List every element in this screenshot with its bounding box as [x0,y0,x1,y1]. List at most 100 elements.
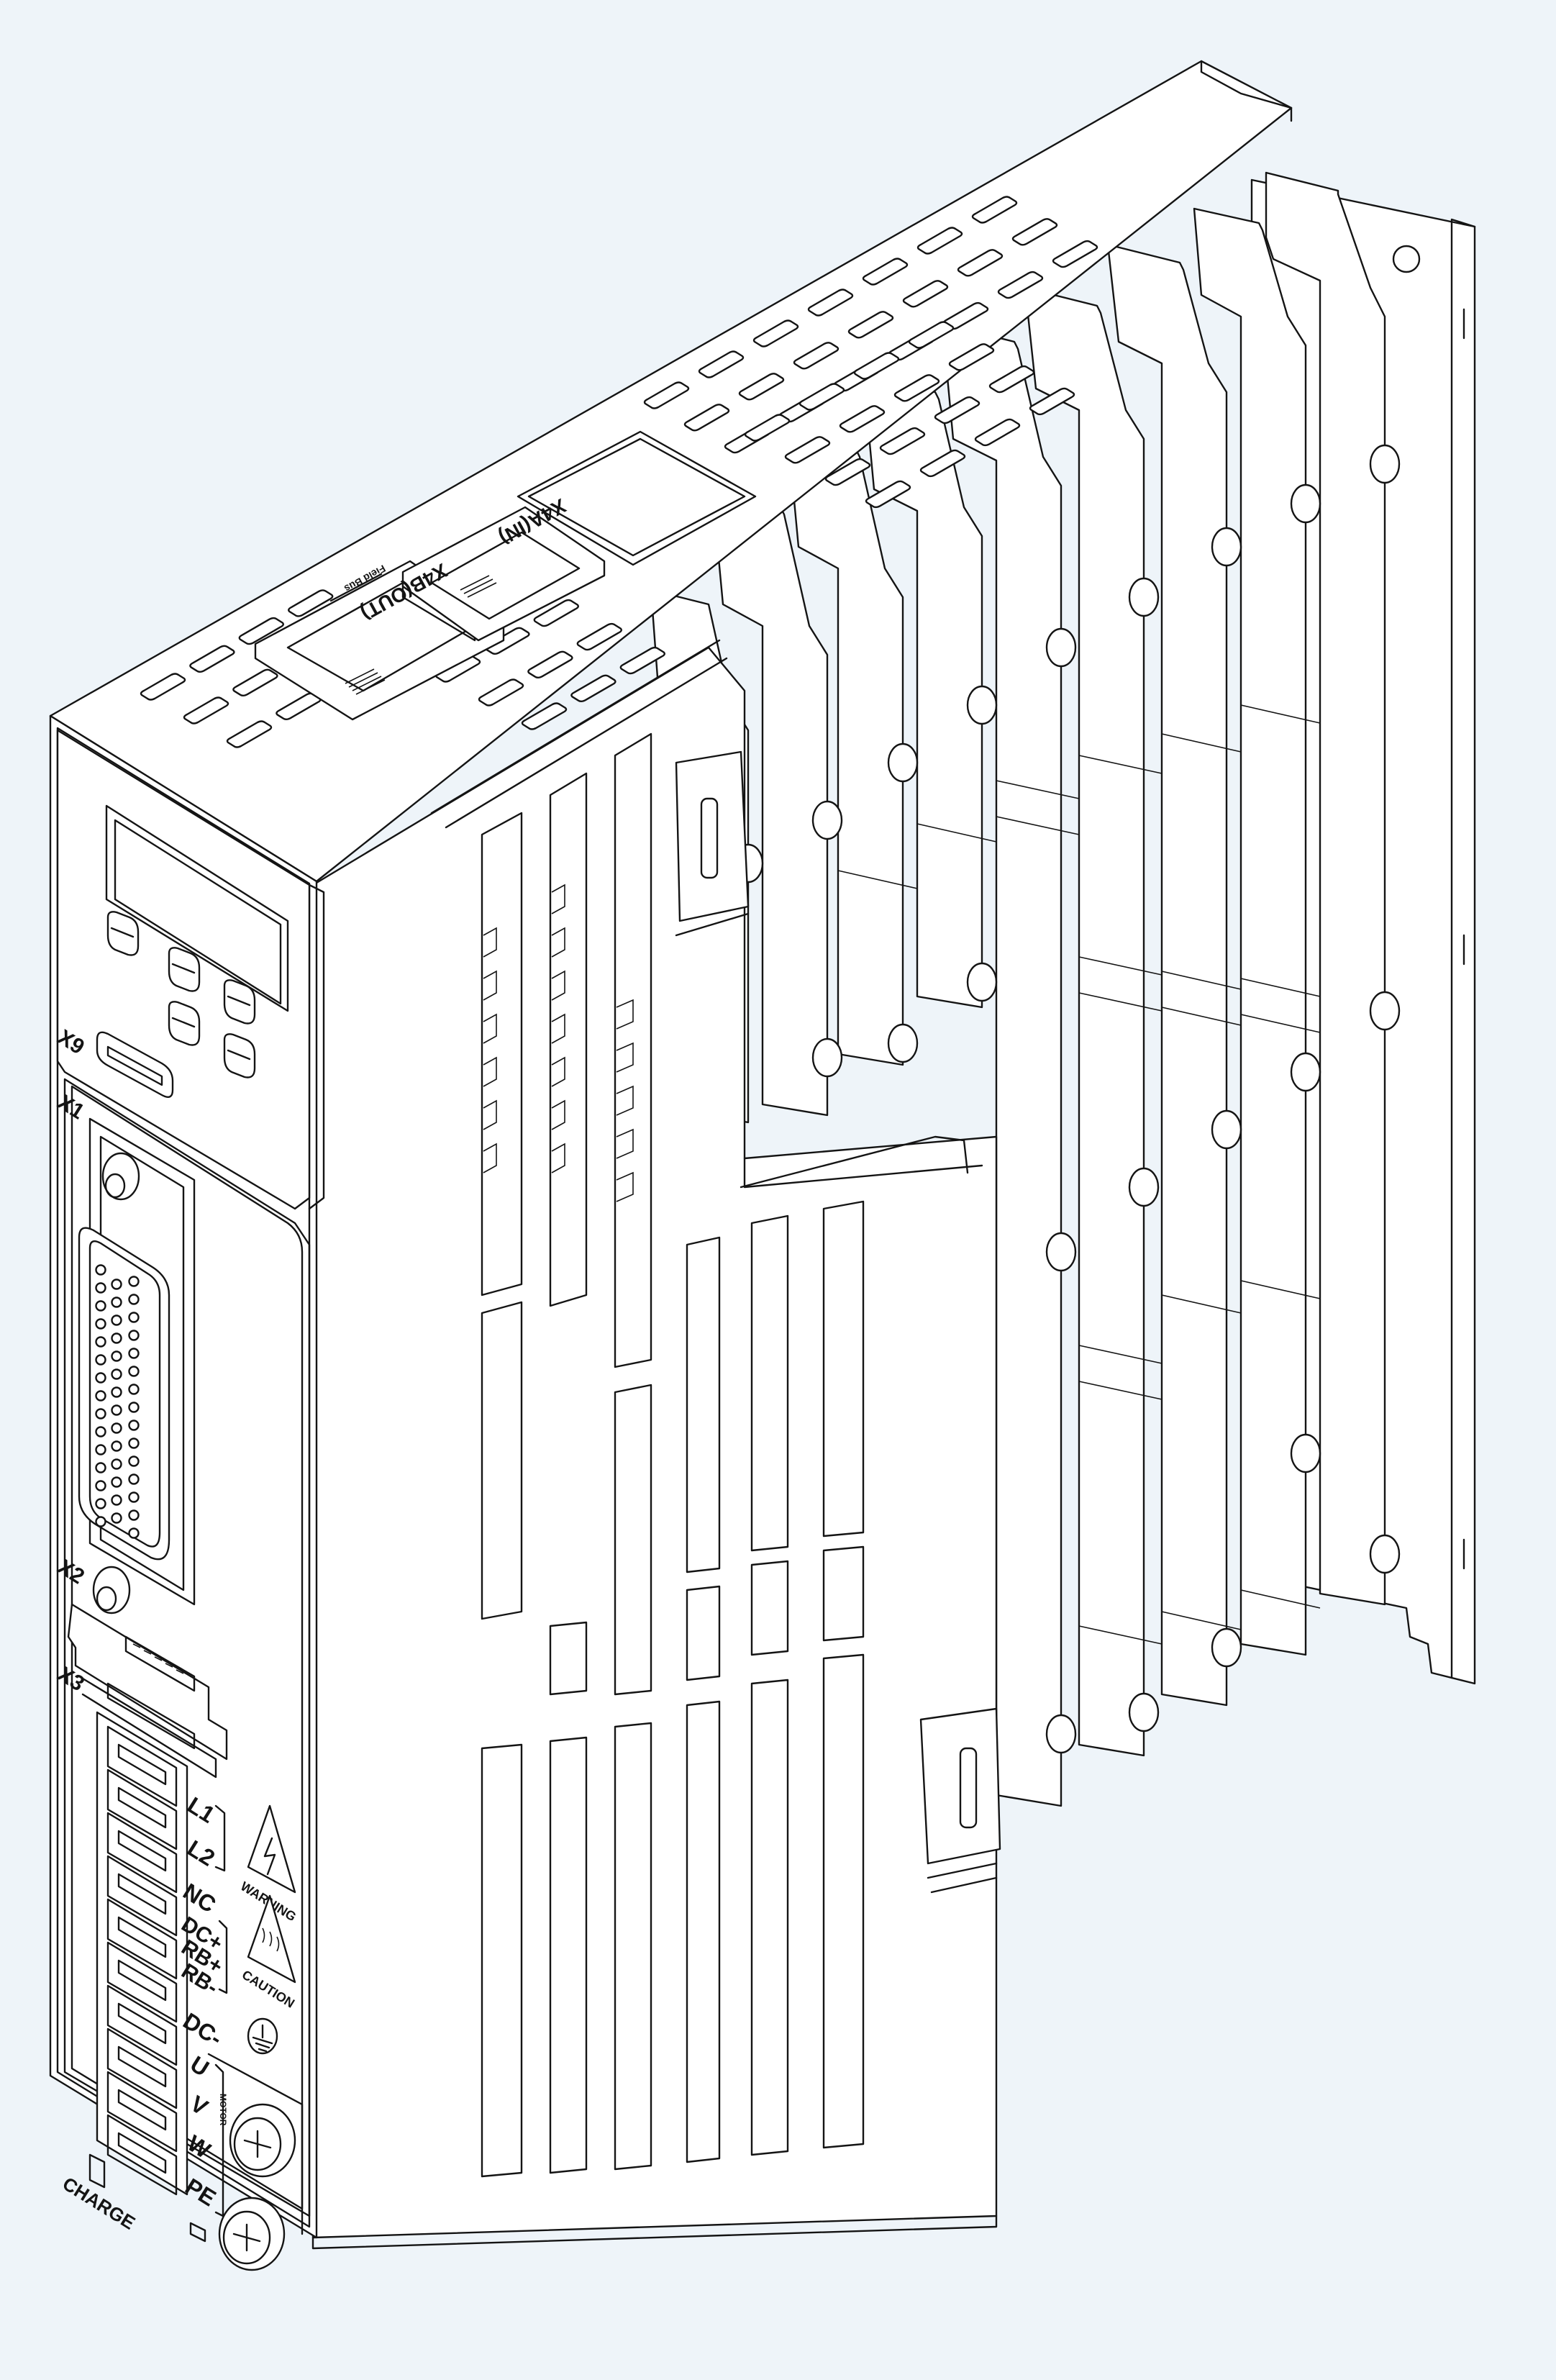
terminal-slot [119,2133,165,2173]
db-pin [129,1421,139,1430]
terminal-cell [108,2115,176,2194]
db-pin [129,1529,139,1538]
top-vent-hole [1030,389,1074,414]
terminal-cell [108,1856,176,1935]
ground-icon [248,2019,277,2053]
top-vent-hole [754,321,798,347]
motor-label: MOTOR [218,2094,228,2126]
terminal-slot [119,1917,165,1957]
top-vent-hole [233,670,277,696]
top-vent-hole [699,352,743,378]
db-pin [112,1406,122,1415]
top-vent-hole [645,383,688,409]
terminal-slot [119,1831,165,1871]
terminal-slot [119,1874,165,1914]
top-vent-hole [740,373,783,399]
top-vent-hole [227,722,271,748]
db-pin [112,1352,122,1361]
keypad [108,912,255,1077]
db-pin [112,1280,122,1289]
db-pin [112,1424,122,1433]
ground-screw-upper [209,2054,302,2234]
top-vent-hole [800,384,844,410]
side-panel [313,640,1000,2248]
top-vent-hole [522,704,566,730]
db-pin [96,1266,106,1275]
db-pin [129,1331,139,1340]
db-pin [96,1302,106,1311]
top-vent-hole [990,366,1034,392]
top-vent-hole [881,428,924,454]
top-vent-hole [685,404,729,430]
db-pin [96,1463,106,1473]
db-pin [96,1445,106,1455]
db-pin [112,1388,122,1397]
top-panel: X4B(OUT) X4A(IN) Field Bus [50,61,1291,881]
db-pin [129,1367,139,1376]
bottom-clip [191,2223,205,2241]
db-pin [112,1478,122,1487]
top-vent-hole [528,652,572,678]
top-vent-hole [855,353,898,379]
db-pin [96,1517,106,1527]
top-vent-hole [1053,241,1097,267]
ground-screw-lower [219,2198,284,2270]
db-pin [129,1295,139,1304]
top-vent-hole [288,590,332,616]
terminal-slot [119,2090,165,2130]
top-vent-hole [866,481,910,507]
set-button[interactable] [224,980,255,1023]
db-pin [129,1475,139,1484]
db-pin [129,1493,139,1502]
lcd-display [106,806,288,1011]
top-vent-hole [1013,219,1057,245]
top-vent-hole [141,674,185,700]
top-vent-hole [826,459,870,485]
db-pin [96,1409,106,1419]
top-vent-hole [621,648,665,673]
db-connector-pins [96,1266,139,1538]
up-button[interactable] [169,948,199,991]
top-vent-hole [745,415,789,441]
db-pin [112,1496,122,1505]
power-terminal-block [97,1712,187,2194]
mode-button[interactable] [108,912,138,955]
db-pin [96,1481,106,1491]
top-vent-hole [479,680,523,706]
x1-io-connector[interactable]: X1 [53,1090,194,1613]
terminal-cell [108,1943,176,2022]
db-pin [129,1511,139,1520]
db-pin [112,1442,122,1451]
db-pin [129,1349,139,1358]
top-vent-hole [958,250,1002,276]
terminal-cell [108,1770,176,1849]
db-pin [112,1514,122,1523]
top-vent-hole [184,698,228,724]
db-pin [96,1355,106,1365]
top-vent-hole [950,344,993,370]
top-vent-hole [904,281,947,306]
top-vent-hole [973,197,1016,223]
db-pin [112,1316,122,1325]
db-pin [96,1373,106,1383]
top-vent-hole [534,600,578,626]
db-pin [96,1391,106,1401]
db-pin [96,1337,106,1347]
top-vent-hole [909,322,953,348]
top-vent-hole [578,624,622,650]
terminal-cell [108,1986,176,2065]
db-pin [112,1334,122,1343]
top-vent-hole [863,259,907,285]
db-pin [129,1403,139,1412]
db-pin [112,1460,122,1469]
shift-button[interactable] [224,1034,255,1077]
db-pin [96,1320,106,1329]
down-button[interactable] [169,1001,199,1045]
terminal-slot [119,2047,165,2086]
db-pin [129,1457,139,1466]
terminal-slot [119,2004,165,2043]
top-vent-hole [794,342,838,368]
top-vent-hole [240,618,283,644]
top-vent-hole [571,676,615,701]
